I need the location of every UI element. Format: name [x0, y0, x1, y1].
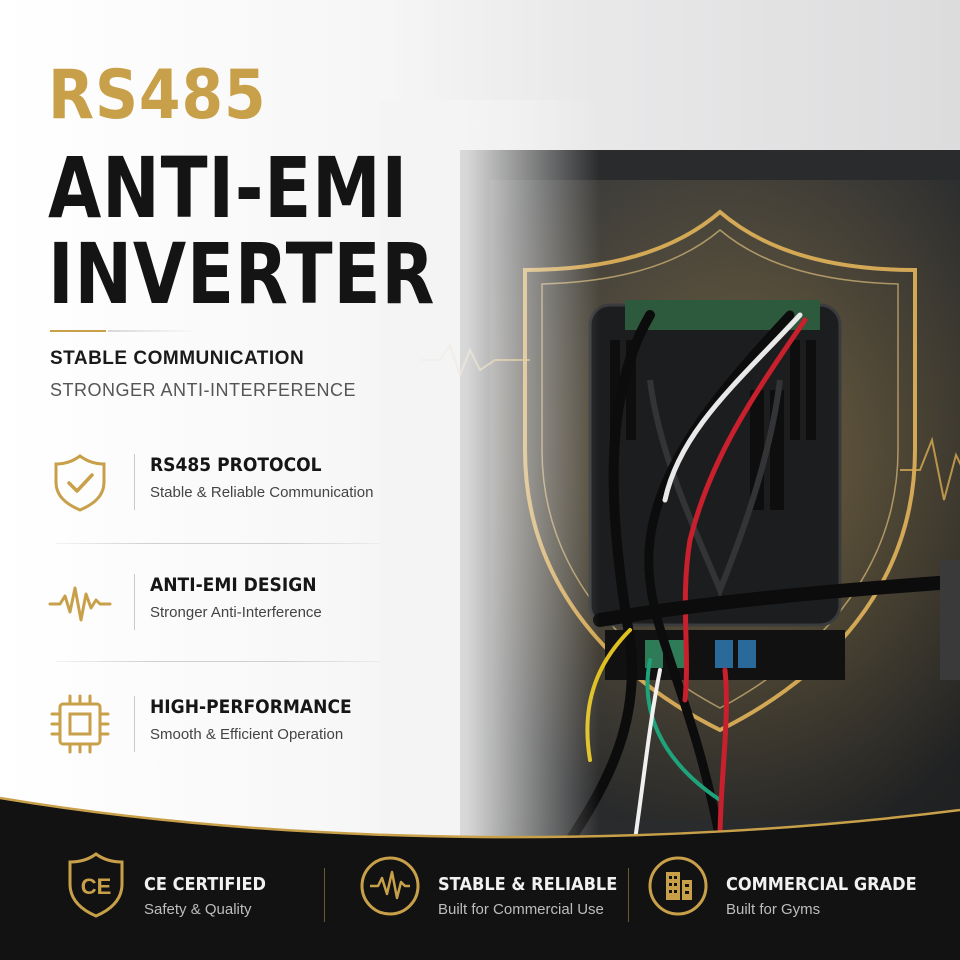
- waveform-circle-icon: [360, 856, 420, 916]
- shield-check-icon: [54, 454, 106, 512]
- feature-divider: [134, 454, 135, 510]
- badge-title: COMMERCIAL GRADE: [726, 874, 917, 895]
- badge-title: CE CERTIFIED: [144, 874, 266, 895]
- feature-separator: [56, 543, 380, 544]
- building-circle-icon: [648, 856, 708, 916]
- footer-divider: [324, 868, 325, 922]
- feature-divider: [134, 696, 135, 752]
- svg-text:CE: CE: [81, 874, 112, 899]
- accent-rule: [50, 330, 106, 332]
- inverter-photo: [420, 150, 960, 840]
- footer-band: [0, 796, 960, 960]
- feature-anti-emi-design: ANTI-EMI DESIGN Stronger Anti-Interferen…: [48, 570, 388, 650]
- feature-title: ANTI-EMI DESIGN: [150, 574, 317, 596]
- feature-desc: Stable & Reliable Communication: [150, 484, 374, 501]
- waveform-icon: [48, 586, 112, 622]
- feature-divider: [134, 574, 135, 630]
- badge-desc: Safety & Quality: [144, 901, 252, 918]
- tagline-secondary: STRONGER ANTI-INTERFERENCE: [50, 380, 357, 400]
- badge-desc: Built for Gyms: [726, 901, 821, 918]
- badge-desc: Built for Commercial Use: [438, 901, 604, 918]
- headline-rs485: RS485: [48, 56, 267, 135]
- feature-desc: Smooth & Efficient Operation: [150, 726, 344, 743]
- feature-title: RS485 PROTOCOL: [150, 454, 322, 476]
- chip-icon: [50, 694, 110, 754]
- footer-divider: [628, 868, 629, 922]
- tagline-primary: STABLE COMMUNICATION: [50, 348, 305, 369]
- photo-fade: [380, 100, 600, 860]
- headline-anti-emi: ANTI-EMI: [48, 139, 408, 237]
- ce-shield-icon: CE: [68, 852, 124, 918]
- headline-inverter: INVERTER: [48, 225, 436, 323]
- feature-rs485-protocol: RS485 PROTOCOL Stable & Reliable Communi…: [48, 450, 388, 530]
- feature-title: HIGH-PERFORMANCE: [150, 696, 352, 718]
- feature-desc: Stronger Anti-Interference: [150, 604, 322, 621]
- accent-rule-fade: [108, 330, 198, 332]
- feature-high-performance: HIGH-PERFORMANCE Smooth & Efficient Oper…: [48, 692, 388, 772]
- badge-title: STABLE & RELIABLE: [438, 874, 618, 895]
- feature-separator: [56, 661, 380, 662]
